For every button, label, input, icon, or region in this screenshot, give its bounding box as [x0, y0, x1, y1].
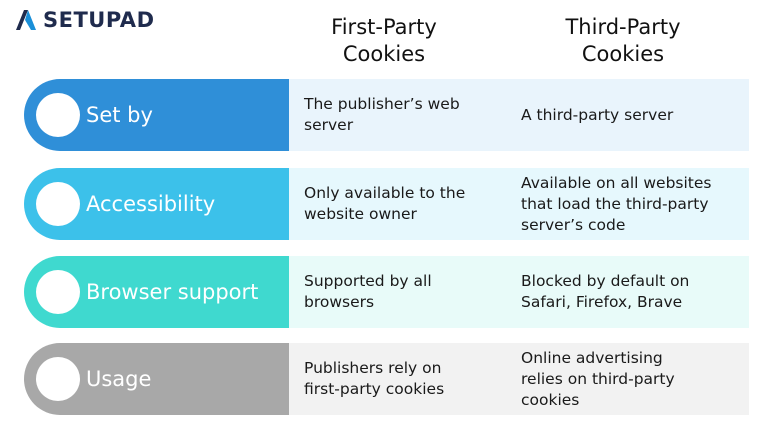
row-label-pill: Set by	[24, 79, 289, 151]
cell-third-party: Available on all websites that load the …	[505, 168, 749, 240]
row-cells: The publisher’s web server A third-party…	[289, 79, 749, 151]
row-cells: Supported by all browsers Blocked by def…	[289, 256, 749, 328]
row-browser-support: Browser support Supported by all browser…	[24, 256, 749, 328]
circle-icon	[36, 270, 80, 314]
row-label: Browser support	[86, 280, 259, 304]
cell-third-party: Online advertising relies on third-party…	[505, 343, 749, 415]
row-cells: Only available to the website owner Avai…	[289, 168, 749, 240]
row-accessibility: Accessibility Only available to the webs…	[24, 168, 749, 240]
cell-first-party-text: Only available to the website owner	[304, 184, 466, 223]
setupad-logo-icon	[16, 10, 36, 30]
setupad-logo: SETUPAD	[14, 8, 155, 32]
cell-third-party-text: Available on all websites that load the …	[521, 173, 712, 234]
cell-first-party: Only available to the website owner	[289, 168, 505, 240]
cell-first-party-text: The publisher’s web server	[304, 95, 460, 134]
cell-first-party: The publisher’s web server	[289, 79, 505, 151]
cell-first-party: Publishers rely on first-party cookies	[289, 343, 505, 415]
row-label: Usage	[86, 367, 152, 391]
row-label: Accessibility	[86, 192, 216, 216]
column-header-first-party: First-Party Cookies	[274, 14, 494, 68]
row-label-pill: Usage	[24, 343, 289, 415]
logo-wordmark: SETUPAD	[43, 8, 155, 32]
row-usage: Usage Publishers rely on first-party coo…	[24, 343, 749, 415]
row-label-pill: Accessibility	[24, 168, 289, 240]
column-header-first-party-text: First-Party Cookies	[331, 15, 437, 66]
cell-third-party-text: A third-party server	[521, 105, 674, 124]
row-cells: Publishers rely on first-party cookies O…	[289, 343, 749, 415]
circle-icon	[36, 357, 80, 401]
row-label: Set by	[86, 103, 153, 127]
column-header-third-party-text: Third-Party Cookies	[565, 15, 681, 66]
column-header-third-party: Third-Party Cookies	[513, 14, 733, 68]
cell-first-party-text: Publishers rely on first-party cookies	[304, 359, 445, 398]
cell-third-party-text: Online advertising relies on third-party…	[521, 348, 675, 409]
circle-icon	[36, 182, 80, 226]
cell-first-party: Supported by all browsers	[289, 256, 505, 328]
cell-third-party: A third-party server	[505, 79, 749, 151]
circle-icon	[36, 93, 80, 137]
row-label-pill: Browser support	[24, 256, 289, 328]
cell-first-party-text: Supported by all browsers	[304, 272, 432, 311]
row-set-by: Set by The publisher’s web server A thir…	[24, 79, 749, 151]
cell-third-party: Blocked by default on Safari, Firefox, B…	[505, 256, 749, 328]
cell-third-party-text: Blocked by default on Safari, Firefox, B…	[521, 272, 690, 311]
